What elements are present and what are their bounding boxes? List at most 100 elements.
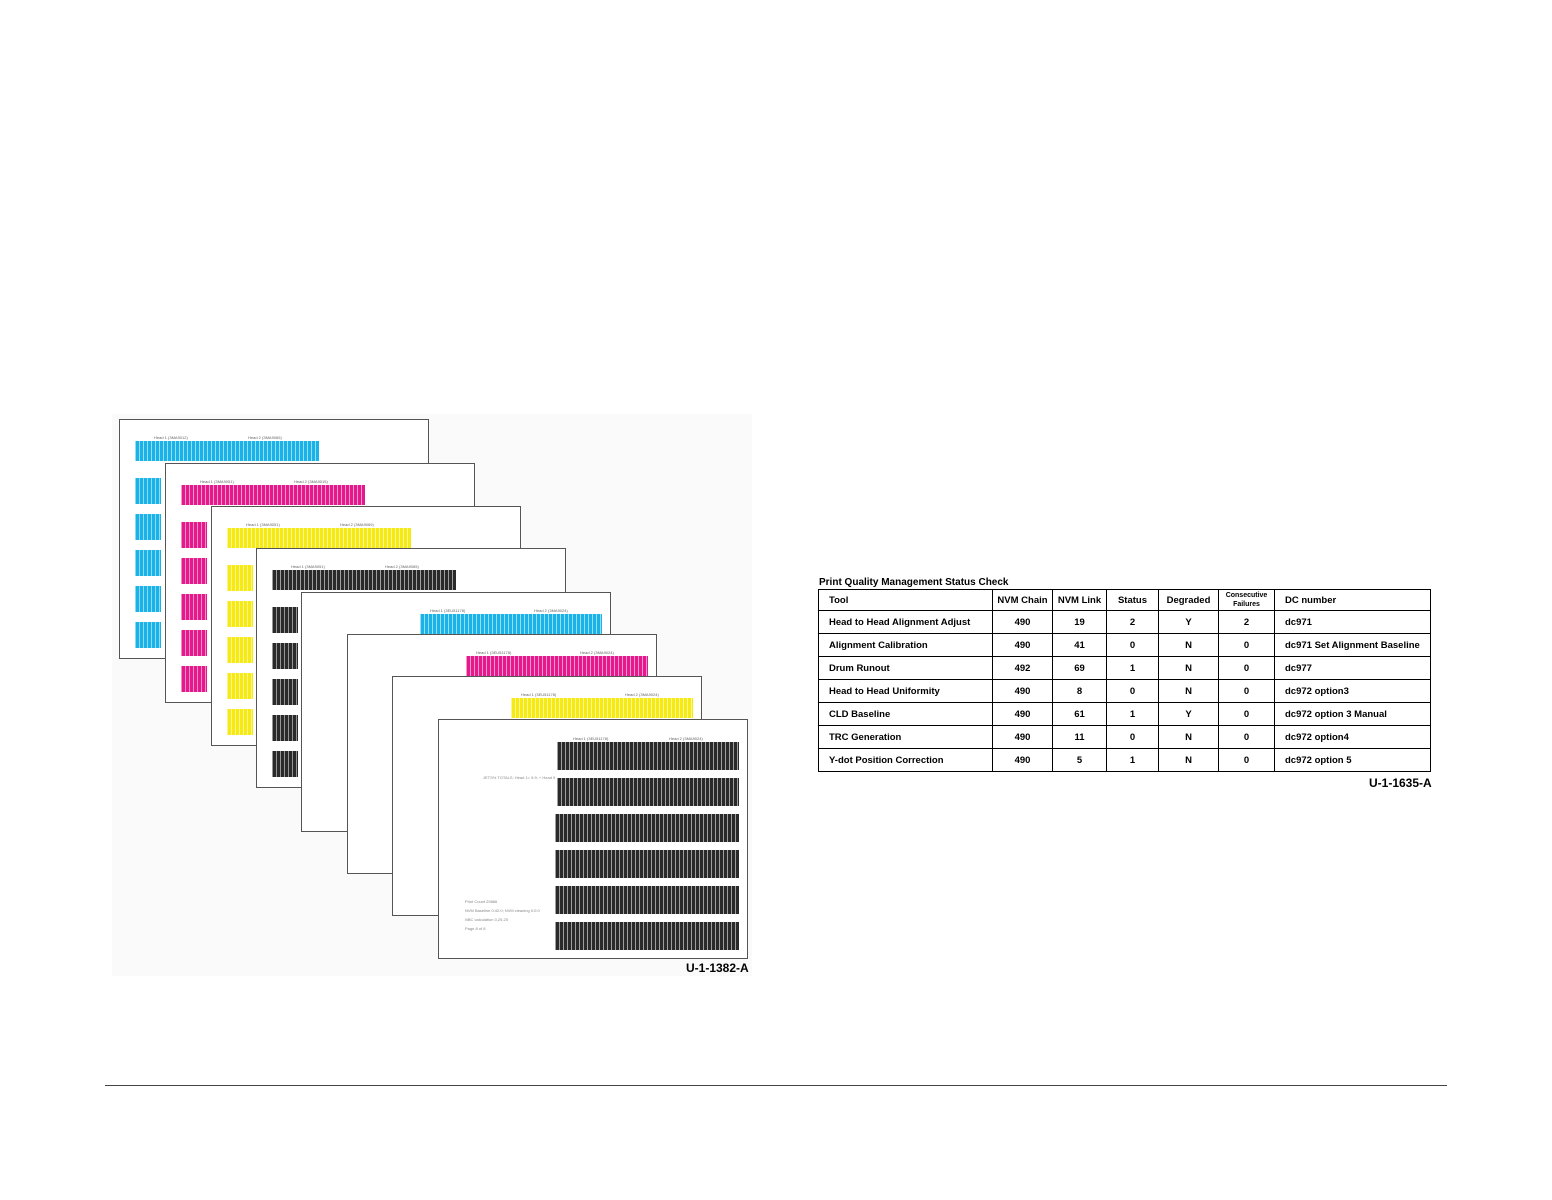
color-test-swatch xyxy=(272,607,298,633)
table-header-row: Tool NVM Chain NVM Link Status Degraded … xyxy=(818,589,1431,611)
color-test-band xyxy=(420,614,602,634)
cell-status: 2 xyxy=(1106,610,1159,634)
head-1-label: Head 1 (3MA9012) xyxy=(154,435,188,440)
cell-tool: Alignment Calibration xyxy=(818,633,993,657)
head-2-label: Head 2 (3MA9024) xyxy=(534,608,568,613)
cell-nvm-chain: 490 xyxy=(992,610,1053,634)
cell-dc-number: dc972 option 5 xyxy=(1274,748,1431,772)
figure-id-right: U-1-1635-A xyxy=(1369,776,1432,790)
cell-dc-number: dc971 xyxy=(1274,610,1431,634)
column-header-degraded: Degraded xyxy=(1158,589,1219,611)
head-1-label: Head 1 (3EU51178) xyxy=(430,608,466,613)
cell-consecutive-failures: 0 xyxy=(1218,748,1275,772)
color-test-swatch xyxy=(181,522,207,548)
cell-consecutive-failures: 0 xyxy=(1218,702,1275,726)
cell-degraded: N xyxy=(1158,633,1219,657)
cell-nvm-link: 41 xyxy=(1052,633,1107,657)
column-header-nvm-chain: NVM Chain xyxy=(992,589,1053,611)
head-2-label: Head 2 (3MA9065) xyxy=(248,435,282,440)
color-test-swatch xyxy=(272,715,298,741)
column-header-tool: Tool xyxy=(818,589,993,611)
cell-dc-number: dc971 Set Alignment Baseline xyxy=(1274,633,1431,657)
cell-degraded: N xyxy=(1158,748,1219,772)
head-1-label: Head 1 (3EU51178) xyxy=(521,692,557,697)
black-test-band xyxy=(555,886,739,914)
cell-tool: Head to Head Alignment Adjust xyxy=(818,610,993,634)
color-test-swatch xyxy=(227,745,253,746)
cell-status: 0 xyxy=(1106,725,1159,749)
head-1-label: Head 1 (3MA9051) xyxy=(291,564,325,569)
sheet-footer-line: Print Count 29886 xyxy=(465,899,498,904)
head-1-label: Head 1 (3EU51178) xyxy=(573,736,609,741)
column-header-dc-number: DC number xyxy=(1274,589,1431,611)
cell-tool: Y-dot Position Correction xyxy=(818,748,993,772)
footer-divider xyxy=(105,1085,1447,1086)
cell-dc-number: dc972 option 3 Manual xyxy=(1274,702,1431,726)
cell-nvm-link: 61 xyxy=(1052,702,1107,726)
cell-consecutive-failures: 0 xyxy=(1218,656,1275,680)
cell-nvm-chain: 490 xyxy=(992,679,1053,703)
cell-degraded: N xyxy=(1158,679,1219,703)
head-1-label: Head 1 (3EU51178) xyxy=(476,650,512,655)
cell-status: 1 xyxy=(1106,656,1159,680)
color-test-swatch xyxy=(181,594,207,620)
color-test-band xyxy=(272,570,456,590)
cell-consecutive-failures: 2 xyxy=(1218,610,1275,634)
cell-status: 0 xyxy=(1106,679,1159,703)
status-check-table: Tool NVM Chain NVM Link Status Degraded … xyxy=(818,589,1431,772)
black-test-band xyxy=(555,814,739,842)
color-test-swatch xyxy=(227,601,253,627)
color-test-swatch xyxy=(181,558,207,584)
jets-totals-note: JETS% TOTALS: Head 1= 9.9; + Head 9 xyxy=(483,775,556,780)
head-2-label: Head 2 (3MA9069) xyxy=(340,522,374,527)
color-test-swatch xyxy=(135,622,161,648)
color-test-swatch xyxy=(227,637,253,663)
cell-nvm-link: 5 xyxy=(1052,748,1107,772)
cell-consecutive-failures: 0 xyxy=(1218,633,1275,657)
sheet-footer-line: NBC calculation 0,25,25 xyxy=(465,917,508,922)
cell-nvm-link: 19 xyxy=(1052,610,1107,634)
color-test-swatch xyxy=(181,666,207,692)
black-test-band xyxy=(557,778,739,806)
cell-degraded: N xyxy=(1158,656,1219,680)
cell-degraded: Y xyxy=(1158,610,1219,634)
sheet-footer-line: NVM Baseline 0:42:0; NVM cleaning 0:0:0 xyxy=(465,908,540,913)
cell-status: 1 xyxy=(1106,702,1159,726)
cell-nvm-link: 11 xyxy=(1052,725,1107,749)
head-2-label: Head 2 (3MA9015) xyxy=(294,479,328,484)
cell-dc-number: dc977 xyxy=(1274,656,1431,680)
cell-nvm-chain: 490 xyxy=(992,725,1053,749)
cell-degraded: N xyxy=(1158,725,1219,749)
color-test-swatch xyxy=(135,658,161,659)
color-test-swatch xyxy=(135,586,161,612)
color-test-swatch xyxy=(181,702,207,703)
head-2-label: Head 2 (3MA9024) xyxy=(669,736,703,741)
color-test-swatch xyxy=(135,550,161,576)
color-test-swatch xyxy=(272,751,298,777)
color-test-band xyxy=(135,441,319,461)
sheet-footer-line: Page 8 of 8 xyxy=(465,926,486,931)
color-test-swatch xyxy=(272,787,298,788)
cell-nvm-chain: 490 xyxy=(992,702,1053,726)
head-1-label: Head 1 (3MA9051) xyxy=(200,479,234,484)
cell-nvm-chain: 490 xyxy=(992,748,1053,772)
color-test-swatch xyxy=(181,630,207,656)
column-header-status: Status xyxy=(1106,589,1159,611)
cell-tool: CLD Baseline xyxy=(818,702,993,726)
color-test-swatch xyxy=(227,673,253,699)
cell-tool: TRC Generation xyxy=(818,725,993,749)
cell-nvm-chain: 490 xyxy=(992,633,1053,657)
head-2-label: Head 2 (3MA9065) xyxy=(385,564,419,569)
black-test-band xyxy=(555,850,739,878)
test-print-figure: Head 1 (3MA9012) Head 2 (3MA9065) Head 1 (… xyxy=(112,414,752,976)
cell-nvm-link: 8 xyxy=(1052,679,1107,703)
head-2-label: Head 2 (3MA9024) xyxy=(625,692,659,697)
color-test-swatch xyxy=(227,709,253,735)
cell-degraded: Y xyxy=(1158,702,1219,726)
color-test-band xyxy=(511,698,693,718)
